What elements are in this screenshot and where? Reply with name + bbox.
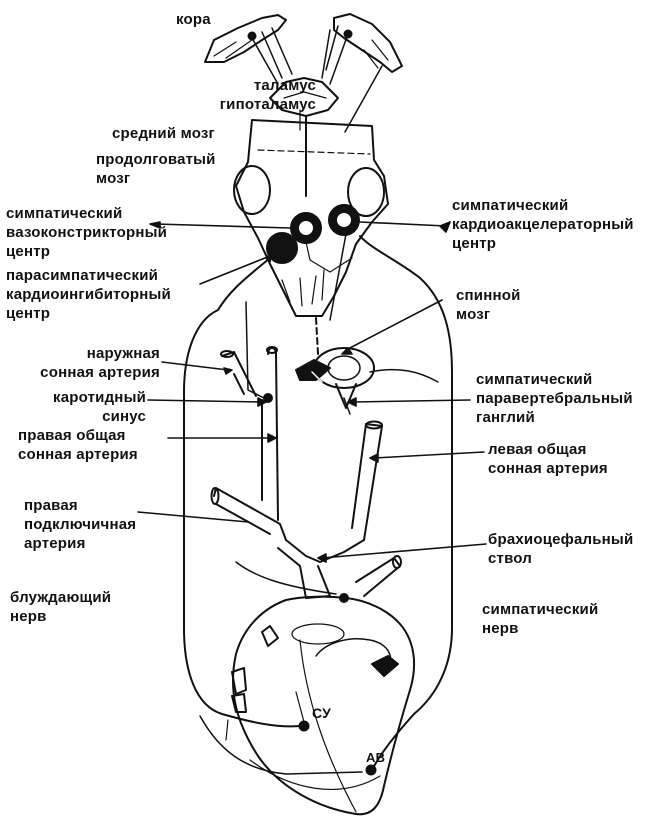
label-cardioaccelerator-center: симпатический кардиоакцелераторный центр bbox=[452, 196, 634, 253]
label-sympathetic-nerve: симпатический нерв bbox=[482, 600, 598, 638]
cortex-shape bbox=[205, 14, 402, 132]
label-cardioinhibitory-center: парасимпатический кардиоингибиторный цен… bbox=[6, 266, 171, 323]
arteries-shape bbox=[212, 347, 402, 598]
label-external-carotid: наружная сонная артерия bbox=[4, 344, 160, 382]
label-right-common-carotid: правая общая сонная артерия bbox=[18, 426, 138, 464]
spinal-cord-shape bbox=[296, 318, 374, 414]
label-cortex: кора bbox=[176, 10, 211, 29]
label-brachiocephalic: брахиоцефальный ствол bbox=[488, 530, 633, 568]
label-spinal-cord: спинной мозг bbox=[456, 286, 521, 324]
sympathetic-nerve-path bbox=[330, 234, 452, 770]
label-left-common-carotid: левая общая сонная артерия bbox=[488, 440, 608, 478]
label-midbrain: средний мозг bbox=[112, 124, 215, 143]
nerve-centres bbox=[267, 205, 359, 263]
label-carotid-sinus: каротидный синус bbox=[4, 388, 146, 426]
label-medulla: продолговатый мозг bbox=[96, 150, 216, 188]
label-sympathetic-ganglion: симпатический паравертебральный ганглий bbox=[476, 370, 633, 427]
label-right-subclavian: правая подключичная артерия bbox=[24, 496, 136, 553]
vagus-nerve-path bbox=[184, 258, 362, 774]
label-vagus-nerve: блуждающий нерв bbox=[10, 588, 111, 626]
label-vasoconstrictor-center: симпатический вазоконстрикторный центр bbox=[6, 204, 167, 261]
label-thalamus: таламус гипоталамус bbox=[176, 76, 316, 114]
label-av-node: АВ bbox=[366, 748, 385, 767]
leader-lines bbox=[138, 222, 486, 722]
label-sa-node: СУ bbox=[312, 704, 331, 723]
